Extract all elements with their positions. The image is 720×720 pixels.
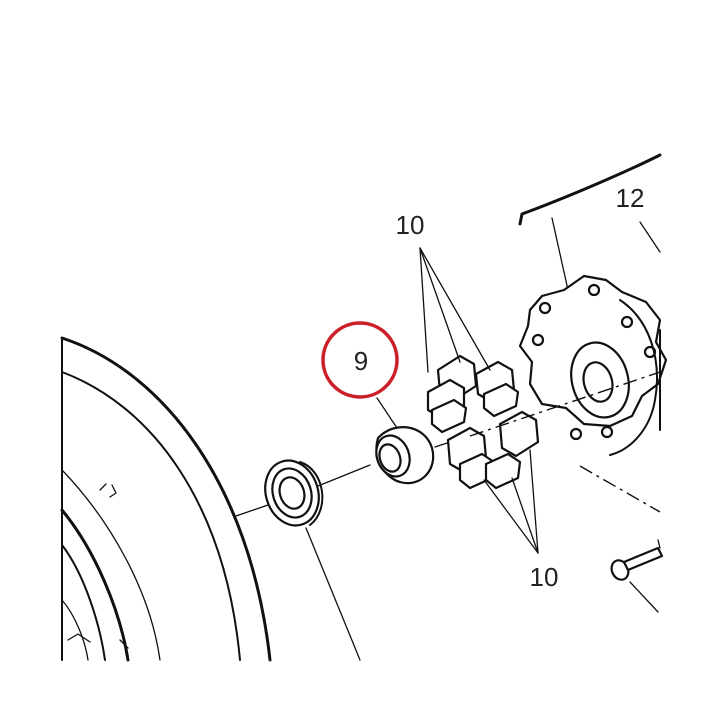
callout-part-9: 9 — [354, 346, 368, 376]
callout-part-10-bottom: 10 — [530, 562, 559, 592]
hub-part-12 — [469, 153, 668, 513]
bushing-part-9 — [375, 397, 469, 485]
callout-part-10-top: 10 — [396, 210, 425, 240]
damper-blocks-part-10 — [419, 247, 540, 554]
wheel-rim — [60, 336, 272, 662]
bearing — [235, 459, 371, 661]
bolt — [610, 539, 664, 613]
highlight-circle — [321, 321, 399, 399]
callout-part-12: 12 — [616, 183, 645, 213]
